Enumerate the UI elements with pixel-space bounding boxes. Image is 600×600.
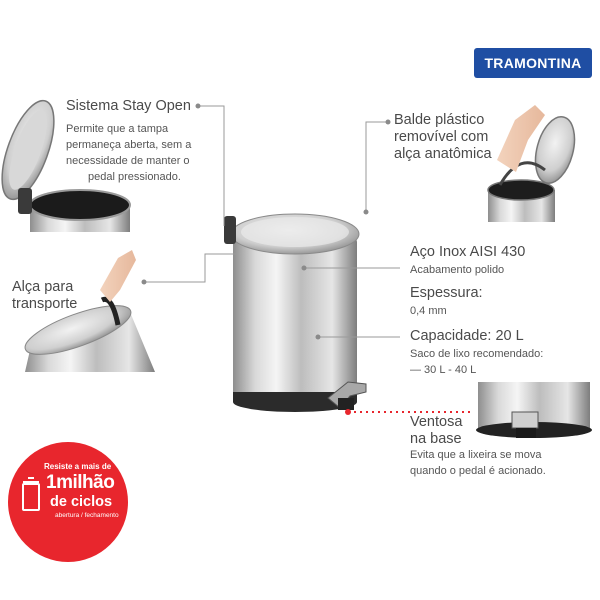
capacidade-title: Capacidade: 20 L [410, 328, 524, 344]
ventosa-title: Ventosa na base [410, 414, 463, 447]
stay-open-title: Sistema Stay Open [66, 98, 191, 114]
brand-logo: TRAMONTINA [474, 48, 592, 78]
leader-dots [141, 103, 391, 340]
main-bin [224, 213, 367, 412]
ventosa-desc: Evita que a lixeira se mova quando o ped… [410, 449, 546, 477]
badge-line1: Resiste a mais de [44, 462, 112, 471]
espessura-title: Espessura: [410, 285, 483, 301]
capacidade-desc: Saco de lixo recomendado: — 30 L - 40 L [410, 348, 544, 376]
main-bin-body [233, 238, 357, 402]
espessura-desc: 0,4 mm [410, 305, 447, 317]
stay-open-desc: Permite que a tampa permaneça aberta, se… [66, 123, 192, 183]
durability-badge: Resiste a mais de 1milhão de ciclos aber… [8, 442, 128, 562]
stay-open-detail [1, 99, 131, 232]
badge-line3: de ciclos [50, 494, 113, 510]
bucket-detail [487, 105, 576, 222]
main-bin-hinge [224, 216, 236, 244]
leader-lines [144, 105, 400, 338]
handle-detail [24, 250, 155, 372]
badge-line2: 1milhão [46, 472, 115, 493]
badge-line4: abertura / fechamento [55, 512, 119, 519]
aco-title: Aço Inox AISI 430 [410, 244, 526, 260]
pedal-bin-icon [22, 477, 40, 511]
balde-title: Balde plástico removível com alça anatôm… [394, 112, 492, 162]
suction-detail [476, 382, 592, 438]
alca-title: Alça para transporte [12, 279, 78, 312]
aco-desc: Acabamento polido [410, 264, 505, 276]
